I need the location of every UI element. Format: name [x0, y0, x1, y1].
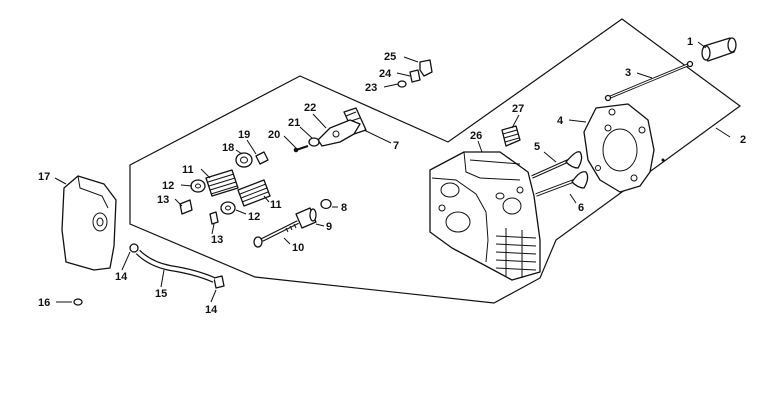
callout-6: 6	[578, 202, 584, 214]
callout-7: 7	[393, 140, 399, 152]
part-8-nut	[320, 198, 332, 210]
callout-4: 4	[557, 115, 564, 127]
part-9-tappet	[295, 207, 317, 229]
callout-13-lower: 13	[211, 234, 223, 246]
callout-2: 2	[740, 134, 746, 146]
callout-27: 27	[512, 103, 524, 115]
callout-9: 9	[326, 221, 332, 233]
callout-1: 1	[687, 36, 693, 48]
callout-11-lower: 11	[270, 199, 282, 211]
part-13-keeper-lower	[209, 211, 219, 225]
part-10-bolt	[253, 220, 299, 248]
callout-25: 25	[384, 51, 396, 63]
callout-26: 26	[470, 130, 482, 142]
callout-23: 23	[365, 82, 377, 94]
callout-24: 24	[379, 68, 392, 80]
part-12-washer-upper	[190, 179, 206, 193]
assembly-boundary	[129, 18, 742, 304]
leader-lines	[54, 41, 731, 303]
callout-21: 21	[288, 117, 300, 129]
part-6-valve	[535, 171, 589, 197]
callout-18: 18	[222, 142, 234, 154]
callout-10: 10	[292, 242, 304, 254]
callout-11-upper: 11	[182, 164, 194, 176]
callout-13-upper: 13	[157, 194, 169, 206]
part-4-head-gasket	[583, 103, 665, 193]
part-12-washer-lower	[220, 201, 236, 215]
callout-17: 17	[38, 171, 50, 183]
callout-14-lower: 14	[205, 304, 218, 316]
part-19-cap	[255, 151, 269, 165]
callout-19: 19	[238, 129, 250, 141]
part-14-clamp-upper	[129, 243, 139, 253]
callout-5: 5	[534, 141, 540, 153]
part-11-spring-upper	[205, 169, 239, 197]
part-5-valve	[531, 151, 583, 179]
part-24-clip	[409, 69, 421, 83]
callout-15: 15	[155, 288, 167, 300]
part-20-screw	[293, 145, 309, 153]
callout-3: 3	[625, 67, 631, 79]
callout-16: 16	[38, 297, 50, 309]
part-1-bushing	[701, 37, 737, 62]
part-11-spring-lower	[237, 179, 271, 207]
callout-14-upper: 14	[115, 271, 128, 283]
part-16-screw	[73, 298, 83, 306]
part-21-pivot	[308, 137, 320, 147]
part-3-push-rod	[604, 60, 694, 102]
part-27-spring	[501, 125, 521, 147]
part-26-cylinder-head	[429, 151, 541, 281]
part-17-breather-cover	[61, 175, 117, 271]
part-13-keeper-upper	[179, 199, 193, 215]
part-15-breather-hose	[135, 249, 216, 283]
callout-20: 20	[268, 129, 280, 141]
part-25-bracket	[419, 59, 433, 77]
part-14-clamp-lower	[213, 275, 225, 289]
callout-22: 22	[304, 102, 316, 114]
part-23-nut	[397, 80, 407, 88]
part-18-retainer	[235, 152, 253, 168]
part-22-rocker-arm	[317, 119, 361, 147]
callout-12-lower: 12	[248, 211, 260, 223]
callout-8: 8	[341, 202, 347, 214]
callout-12-upper: 12	[162, 180, 174, 192]
